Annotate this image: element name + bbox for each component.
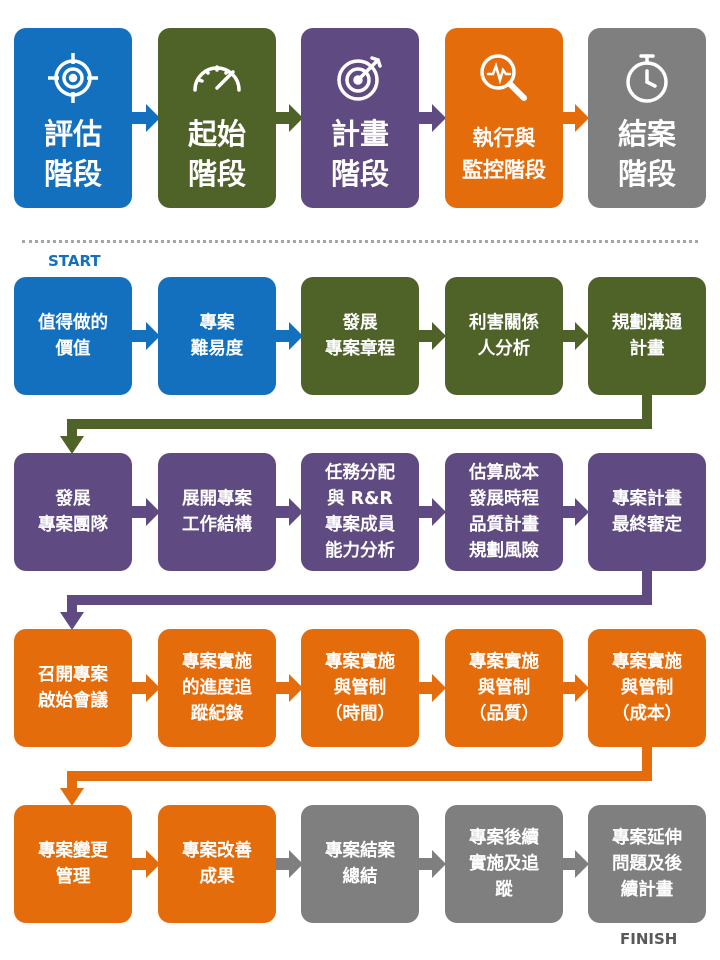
section-divider xyxy=(22,240,698,243)
start-label: START xyxy=(48,252,101,270)
step-box: 規劃溝通 計畫 xyxy=(588,277,706,395)
arrow-connector xyxy=(132,104,160,132)
arrow-connector xyxy=(418,498,446,526)
speedometer-icon xyxy=(193,65,241,92)
arrow-connector xyxy=(418,322,446,350)
step-box: 專案結案 總結 xyxy=(301,805,419,923)
finish-label: FINISH xyxy=(620,930,678,948)
phase-execution-monitoring: 執行與 監控階段 xyxy=(445,28,563,208)
phase-label: 結案 階段 xyxy=(617,117,676,191)
phase-label: 計畫 階段 xyxy=(330,117,389,191)
arrow-connector xyxy=(418,850,446,878)
step-box: 利害關係 人分析 xyxy=(445,277,563,395)
phase-closing: 結案 階段 xyxy=(588,28,706,208)
step-box: 專案 難易度 xyxy=(158,277,276,395)
arrow-connector xyxy=(275,104,303,132)
row-connector xyxy=(67,747,652,792)
arrow-connector xyxy=(60,612,84,630)
arrow-connector xyxy=(561,498,589,526)
phase-initiation: 起始 階段 xyxy=(158,28,276,208)
step-box: 專案實施 與管制 （成本） xyxy=(588,629,706,747)
step-box: 專案實施 的進度追 蹤紀錄 xyxy=(158,629,276,747)
magnifier-chart-icon xyxy=(480,54,527,101)
step-box: 發展 專案團隊 xyxy=(14,453,132,571)
arrow-connector xyxy=(418,674,446,702)
phase-assessment: 評估 階段 xyxy=(14,28,132,208)
arrow-connector xyxy=(561,850,589,878)
row-connector xyxy=(67,571,652,616)
phase-planning: 計畫 階段 xyxy=(301,28,419,208)
step-box: 專案改善 成果 xyxy=(158,805,276,923)
step-box: 估算成本 發展時程 品質計畫 規劃風險 xyxy=(445,453,563,571)
step-box: 專案實施 與管制 （品質） xyxy=(445,629,563,747)
step-box: 發展 專案章程 xyxy=(301,277,419,395)
arrow-connector xyxy=(275,674,303,702)
row-connector xyxy=(67,395,652,440)
step-box: 專案後續 實施及追 蹤 xyxy=(445,805,563,923)
phase-label: 執行與 監控階段 xyxy=(462,126,546,182)
stopwatch-icon xyxy=(626,54,668,103)
step-box: 召開專案 啟始會議 xyxy=(14,629,132,747)
arrow-connector xyxy=(275,322,303,350)
arrow-connector xyxy=(60,436,84,454)
arrow-connector xyxy=(418,104,446,132)
phase-label: 評估 階段 xyxy=(43,117,102,191)
crosshair-icon xyxy=(48,53,98,103)
target-arrow-icon xyxy=(337,56,382,101)
step-box: 專案變更 管理 xyxy=(14,805,132,923)
arrow-connector xyxy=(561,104,589,132)
phase-label: 起始 階段 xyxy=(187,117,246,191)
step-box: 展開專案 工作結構 xyxy=(158,453,276,571)
step-box: 任務分配 與 R&R 專案成員 能力分析 xyxy=(301,453,419,571)
arrow-connector xyxy=(275,850,303,878)
arrow-connector xyxy=(132,322,160,350)
arrow-connector xyxy=(561,322,589,350)
arrow-connector xyxy=(132,674,160,702)
step-box: 值得做的 價值 xyxy=(14,277,132,395)
arrow-connector xyxy=(275,498,303,526)
arrow-connector xyxy=(132,850,160,878)
arrow-connector xyxy=(132,498,160,526)
arrow-connector xyxy=(60,788,84,806)
arrow-connector xyxy=(561,674,589,702)
step-box: 專案實施 與管制 （時間） xyxy=(301,629,419,747)
step-box: 專案計畫 最終審定 xyxy=(588,453,706,571)
step-box: 專案延伸 問題及後 續計畫 xyxy=(588,805,706,923)
